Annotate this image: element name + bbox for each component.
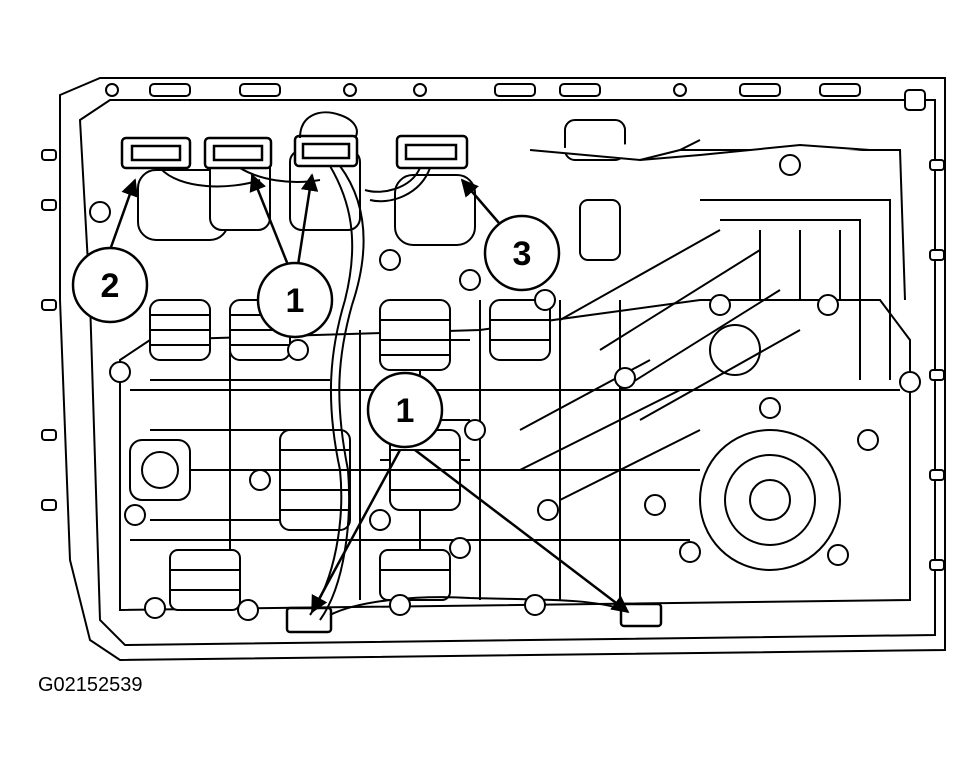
bolts: [89, 154, 921, 621]
callout-1-upper-label: 1: [286, 282, 305, 320]
arrow-2: [108, 178, 138, 251]
arrow-1b-left: [310, 449, 402, 614]
arrow-3: [460, 178, 506, 231]
arrow-1a-right: [296, 173, 319, 266]
wiring-harness: [159, 111, 626, 621]
arrow-1b-right: [414, 449, 630, 614]
callout-1-upper: 1: [256, 261, 334, 339]
callout-1-lower-label: 1: [396, 392, 415, 430]
callout-1-lower: 1: [366, 371, 444, 449]
figure-id-label: G02152539: [38, 674, 143, 696]
solenoids: [137, 119, 871, 261]
case-outline: [59, 77, 946, 662]
accumulator-cover: [129, 324, 841, 571]
callout-3: 3: [483, 214, 561, 292]
callout-3-label: 3: [513, 235, 532, 273]
perimeter-slots: [41, 83, 945, 571]
leader-arrows: [108, 173, 630, 614]
connectors: [120, 134, 663, 634]
spool-bores: [149, 299, 551, 611]
callout-2-label: 2: [101, 267, 120, 305]
callout-2: 2: [71, 246, 149, 324]
arrow-1a-left: [249, 173, 290, 266]
